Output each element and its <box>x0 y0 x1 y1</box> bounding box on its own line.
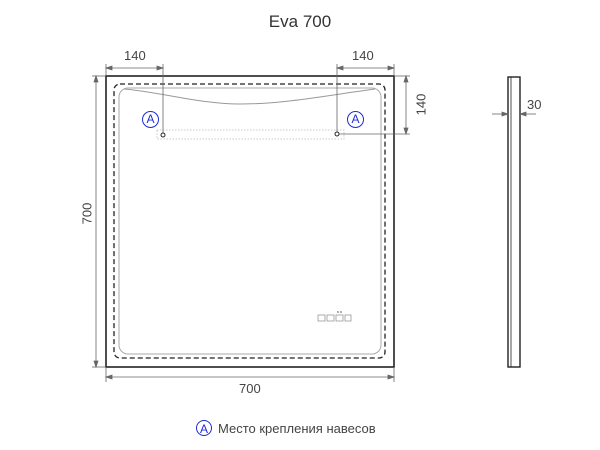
mirror-inner-outline <box>118 87 382 355</box>
led-dashed-outline <box>113 83 386 359</box>
dimension-depth <box>492 111 536 117</box>
drawing-title: Eva 700 <box>268 12 332 31</box>
dimension-label-width: 700 <box>239 381 261 396</box>
dimension-top-offset <box>339 74 410 136</box>
mount-marker-left: A <box>142 111 159 128</box>
control-buttons <box>317 310 352 322</box>
mount-point-left <box>160 132 166 138</box>
mounting-rail <box>156 129 345 140</box>
mount-point-right <box>334 131 340 137</box>
dimension-width <box>104 367 396 382</box>
dimension-height <box>92 74 106 369</box>
legend-text: Место крепления навесов <box>218 420 376 436</box>
legend-marker-icon: A <box>196 420 212 436</box>
mount-marker-right: A <box>347 111 364 128</box>
dimension-label-right-offset: 140 <box>352 48 374 63</box>
dimension-label-top-offset: 140 <box>413 93 429 116</box>
side-view-profile <box>507 76 521 368</box>
dimension-label-height: 700 <box>79 202 95 225</box>
dimension-label-depth: 30 <box>527 97 542 112</box>
legend: A Место крепления навесов <box>196 417 376 439</box>
dimension-label-left-offset: 140 <box>124 48 146 63</box>
dimension-right-offset <box>335 64 396 132</box>
dimension-left-offset <box>104 64 165 133</box>
mirror-outer-frame <box>105 75 395 368</box>
decorative-wave-curve <box>123 88 376 105</box>
